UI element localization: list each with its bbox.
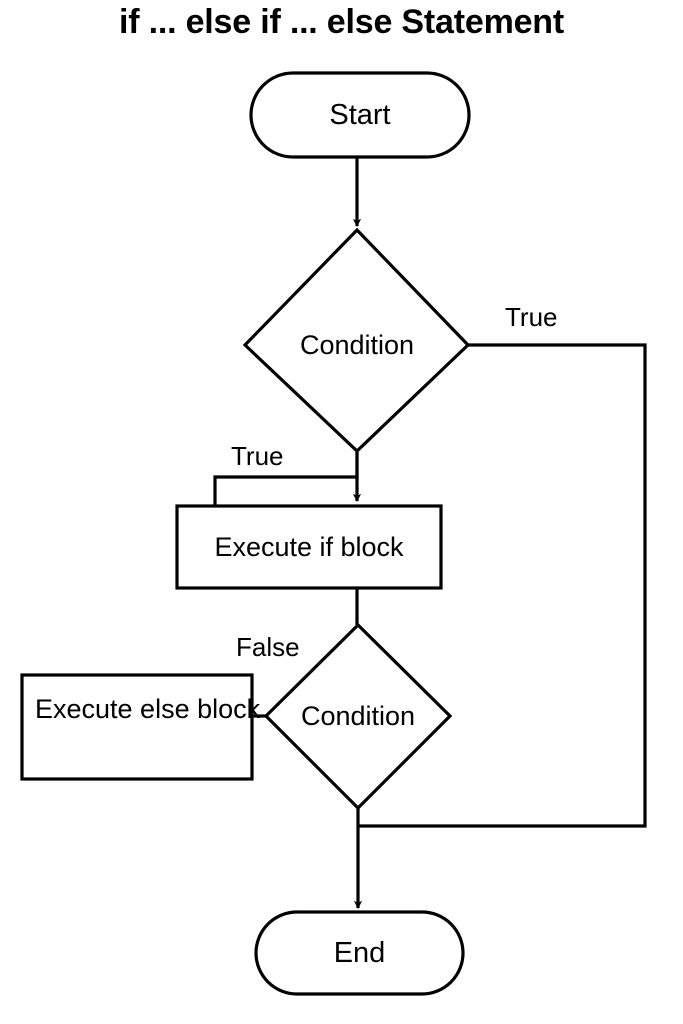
node-end-label: End [333, 937, 386, 969]
node-execute-if-label: Execute if block [214, 532, 404, 562]
node-execute-if-shape [175, 504, 443, 590]
node-start-label: Start [329, 99, 391, 131]
node-end-shape [254, 910, 465, 996]
node-condition1-label: Condition [299, 330, 415, 360]
edge-label-condition2-false: False [236, 632, 300, 662]
node-execute-else-shape [20, 673, 254, 781]
edge-condition1-true-right [359, 343, 647, 828]
edge-label-condition1-true-right: True [505, 302, 558, 332]
page-title: if ... else if ... else Statement [118, 3, 564, 41]
node-condition1-shape [242, 227, 471, 454]
node-execute-else-label: Execute else block [35, 694, 261, 724]
node-start-shape [249, 71, 471, 159]
node-condition2-label: Condition [300, 701, 416, 731]
edge-label-condition1-true-down: True [231, 441, 284, 471]
